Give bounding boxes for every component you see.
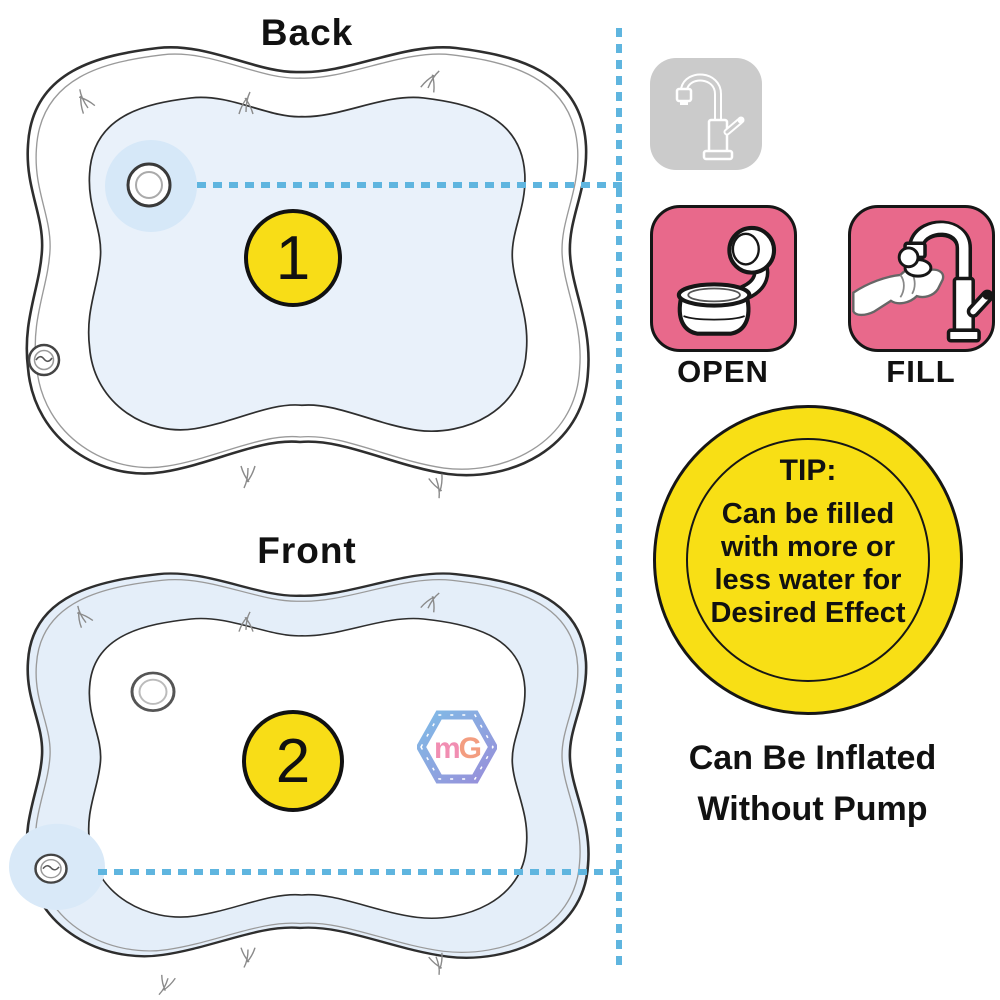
logo-text: mG [434, 732, 481, 765]
back-side-valve-icon [27, 343, 61, 377]
back-mat-illustration [25, 45, 590, 499]
tip-inner-ring [686, 438, 930, 682]
front-water-level-dashed-line [98, 869, 622, 875]
tip-heading: TIP: [779, 454, 837, 487]
caption-line-1: Can Be Inflated [688, 739, 937, 777]
pinch-marks [76, 592, 443, 996]
caption-line-2: Without Pump [697, 790, 928, 828]
tip-line-3: less water for [714, 564, 902, 596]
tip-line-1: Can be filled [721, 498, 895, 530]
open-step-label: OPEN [677, 354, 769, 389]
back-view-title: Back [260, 12, 354, 53]
tip-line-4: Desired Effect [710, 597, 906, 629]
open-step-box [650, 205, 797, 352]
faucet-reference-box [650, 58, 762, 170]
step-1-number: 1 [275, 223, 311, 293]
step-2-badge: 2 [242, 710, 344, 812]
front-mat-illustration [9, 572, 590, 996]
faucet-icon [675, 73, 745, 161]
fill-under-tap-icon [852, 220, 994, 343]
back-fill-valve-icon [126, 162, 172, 208]
back-water-level-dashed-line [197, 182, 623, 188]
front-side-valve-icon [34, 853, 68, 884]
tip-line-2: with more or [720, 531, 895, 563]
step-2-number: 2 [275, 726, 311, 796]
valve-cap-open-icon [676, 225, 777, 336]
fill-step-box [848, 205, 995, 352]
front-top-valve-icon [130, 671, 176, 712]
step-1-badge: 1 [244, 209, 342, 307]
tip-text: Can be filled with more or less water fo… [656, 498, 960, 630]
logo-hexagon-facets [420, 714, 494, 780]
inflation-caption: Can Be Inflated Without Pump [640, 733, 985, 835]
pinch-marks [78, 70, 443, 499]
divider-dashed-line [616, 28, 622, 968]
front-view-title: Front [257, 530, 357, 571]
tip-circle: TIP: Can be filled with more or less wat… [653, 405, 963, 715]
mg-brand-logo: mG [417, 710, 497, 784]
fill-step-label: FILL [886, 354, 956, 389]
